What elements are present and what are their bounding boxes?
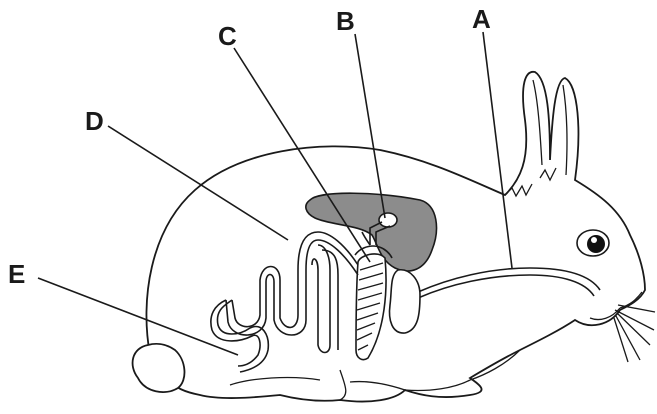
stomach-organ: [390, 270, 420, 333]
gall-bladder: [379, 213, 397, 227]
label-a: A: [472, 4, 491, 34]
label-c: C: [218, 21, 237, 51]
rabbit-eye: [577, 230, 609, 256]
label-e: E: [8, 259, 25, 289]
label-b: B: [336, 6, 355, 36]
label-d: D: [85, 106, 104, 136]
rabbit-tail: [133, 344, 185, 392]
